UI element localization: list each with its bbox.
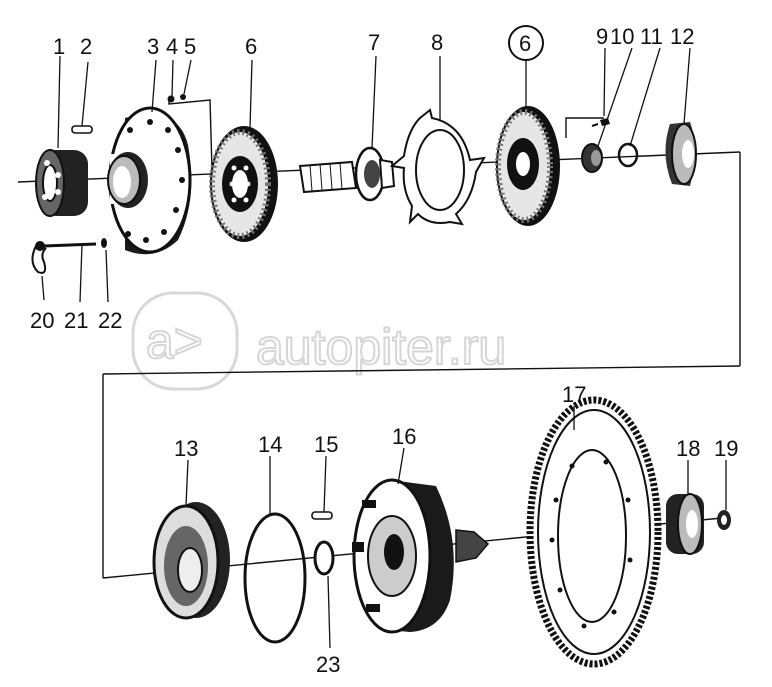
label-15: 15 <box>314 432 338 457</box>
label-5: 5 <box>184 34 196 59</box>
label-6: 6 <box>245 34 257 59</box>
label-13: 13 <box>174 436 198 461</box>
label-21: 21 <box>64 308 88 333</box>
label-10: 10 <box>610 24 634 49</box>
part-16-clutch-housing <box>352 478 490 634</box>
label-11: 11 <box>640 24 663 49</box>
label-20: 20 <box>30 308 54 333</box>
label-18: 18 <box>676 436 700 461</box>
part-3-housing <box>107 106 192 255</box>
label-3: 3 <box>147 34 159 59</box>
part-22-washer <box>101 238 107 248</box>
label-17: 17 <box>562 382 586 407</box>
watermark-text: autopiter.ru <box>256 319 506 375</box>
watermark-logo: a> <box>146 313 203 369</box>
part-1-bearing <box>35 149 88 217</box>
part-18-bearing <box>666 493 704 555</box>
label-6-circled: 6 <box>519 31 531 56</box>
label-4: 4 <box>166 34 178 59</box>
label-7: 7 <box>368 30 380 55</box>
part-labels: 1 2 3 4 5 6 7 8 6 9 10 11 12 20 21 22 13… <box>30 24 738 677</box>
part-17-ring-gear <box>526 396 662 668</box>
label-14: 14 <box>258 432 282 457</box>
part-7-shaft <box>298 146 396 202</box>
label-8: 8 <box>431 30 443 55</box>
label-22: 22 <box>98 308 122 333</box>
part-8-tabbed-disc <box>389 108 486 226</box>
part-4-ball <box>167 95 175 103</box>
part-6-circled-gear-plate <box>495 106 560 226</box>
label-2: 2 <box>80 34 92 59</box>
circled-label-ring <box>508 25 544 61</box>
part-20-cotter-pin <box>31 241 47 274</box>
label-19: 19 <box>714 436 738 461</box>
part-19-washer <box>717 510 731 530</box>
label-16: 16 <box>392 424 416 449</box>
part-5-ball <box>180 94 186 100</box>
label-12: 12 <box>670 24 694 49</box>
label-23: 23 <box>316 652 340 677</box>
label-9: 9 <box>596 24 608 49</box>
part-21-rod <box>43 242 97 248</box>
part-2-pin <box>71 125 93 134</box>
part-13-drum <box>152 502 230 620</box>
part-10-nut <box>581 143 603 173</box>
part-6-gear-plate <box>209 126 278 242</box>
part-23-ring <box>313 540 335 576</box>
part-11-snap-ring <box>617 142 639 168</box>
label-1: 1 <box>53 34 65 59</box>
part-12-bearing <box>665 122 697 186</box>
leader-lines <box>41 47 727 649</box>
part-14-o-ring <box>243 512 307 644</box>
watermark: a> autopiter.ru <box>131 291 507 391</box>
part-15-pin <box>311 511 333 520</box>
